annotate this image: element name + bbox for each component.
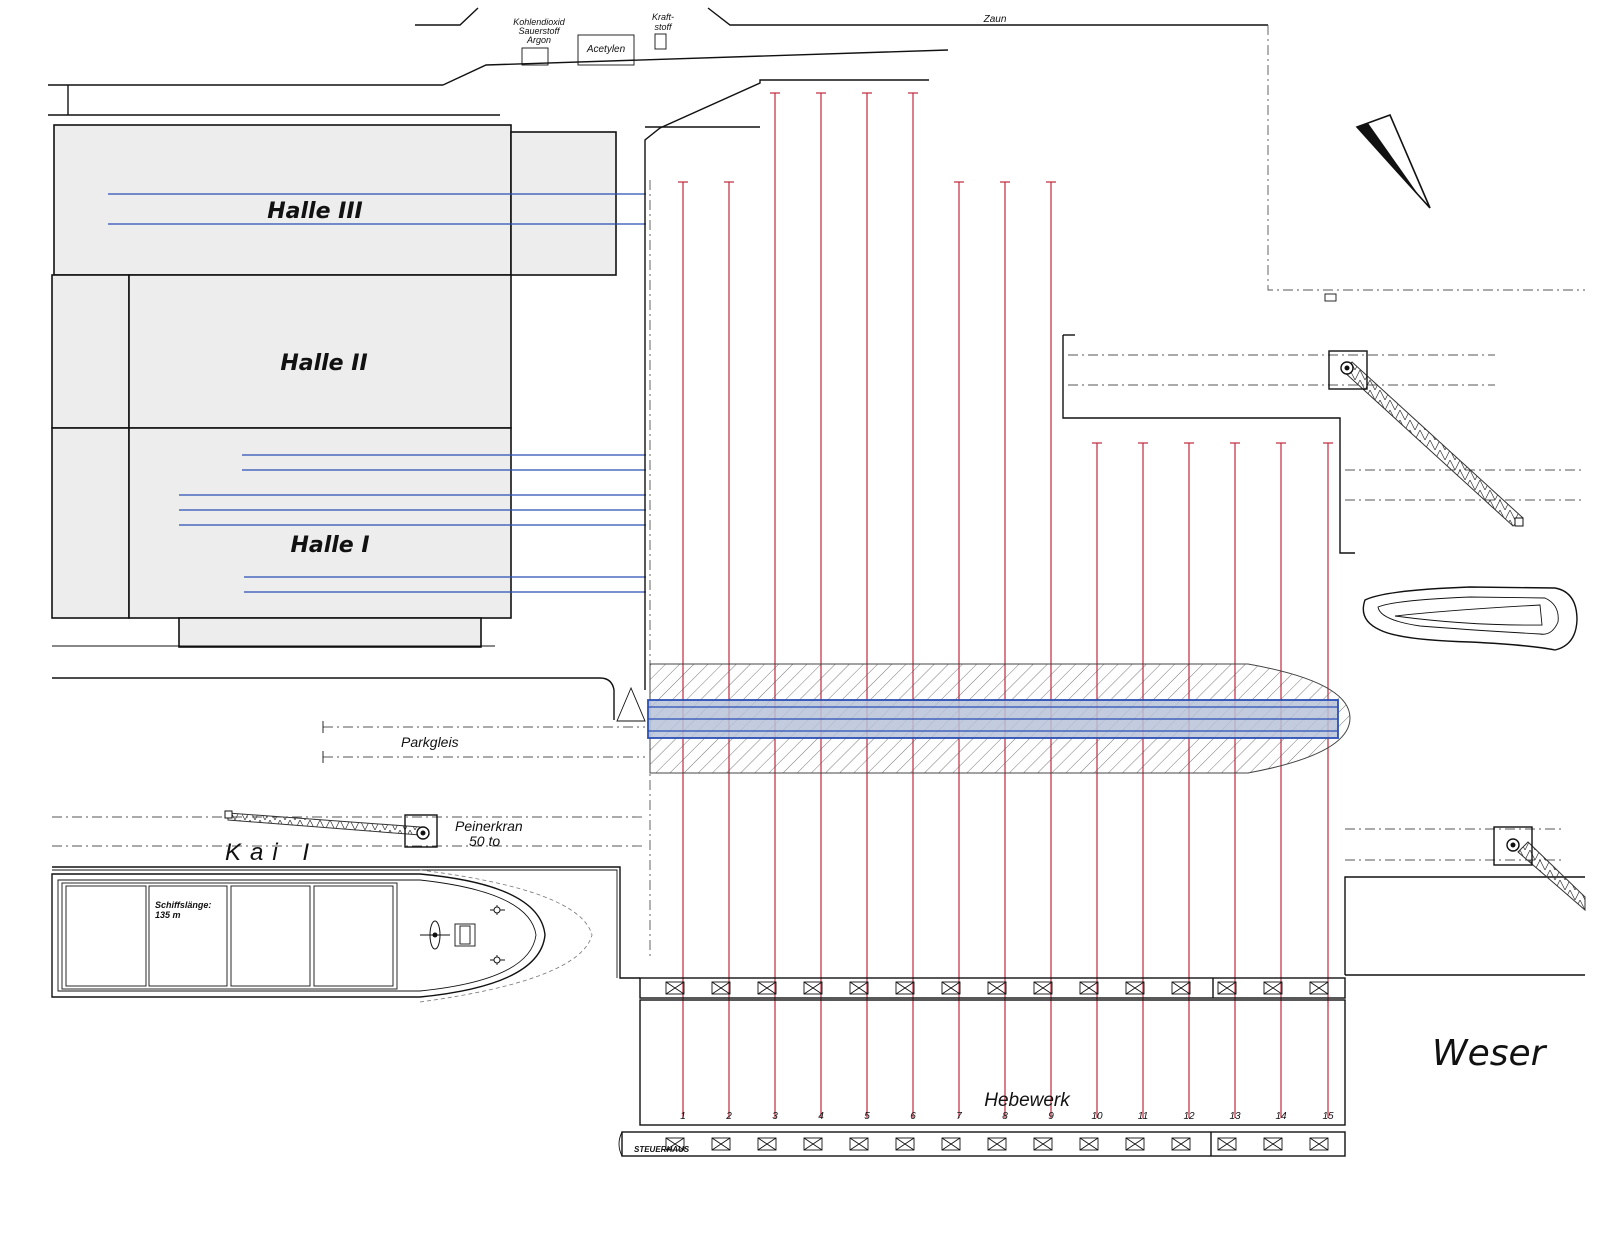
fence-label: Zaun (983, 14, 1007, 25)
parking-track-label: Parkgleis (401, 734, 459, 750)
lift-winches-upper (665, 981, 1329, 995)
propeller-icon (420, 920, 450, 950)
pontoon-island (1362, 586, 1578, 651)
hall-2: Halle II (51, 274, 512, 429)
lift-number-6: 6 (910, 1111, 916, 1122)
fuel-label-1: Kraft- (652, 12, 674, 22)
acetylen-store: Acetylen (577, 34, 635, 66)
hall-3-label: Halle III (267, 199, 362, 224)
lift-number-7: 7 (956, 1111, 962, 1122)
lift-number-1: 1 (680, 1111, 686, 1122)
lift-number-3: 3 (772, 1111, 778, 1122)
hull-on-transfer (647, 663, 1351, 774)
lift-track-6 (908, 92, 918, 1118)
lift-track-14 (1276, 442, 1286, 1118)
gas-label-co2: Kohlendioxid (513, 17, 566, 27)
steering-house-label: STEUERHAUS (634, 1145, 690, 1154)
lift-number-12: 12 (1183, 1111, 1195, 1122)
lift-track-11 (1138, 442, 1148, 1118)
gas-label-o2: Sauerstoff (518, 26, 561, 36)
lift-number-13: 13 (1229, 1111, 1241, 1122)
hall-1-label: Halle I (290, 533, 369, 558)
lift-track-15 (1323, 442, 1333, 1118)
lift-track-12 (1184, 442, 1194, 1118)
ship-length-label: Schiffslänge: (155, 900, 211, 910)
lift-track-4 (816, 92, 826, 1118)
lift-number-10: 10 (1091, 1111, 1103, 1122)
gas-label-argon: Argon (526, 35, 551, 45)
quay-edge (52, 866, 640, 979)
lift-track-8 (1000, 181, 1010, 1118)
east-outfitting-quay (1062, 334, 1585, 976)
crane-east (1328, 350, 1524, 527)
fence: Zaun (983, 14, 1585, 302)
ship-at-quay: Schiffslänge: 135 m (51, 869, 593, 1003)
peiner-crane: Peinerkran 50 to (52, 810, 645, 849)
gas-storage: Kohlendioxid Sauerstoff Argon (513, 17, 566, 66)
fuel-label-2: stoff (654, 22, 673, 32)
hall-crane-tracks (108, 193, 646, 593)
lift-number-14: 14 (1275, 1111, 1287, 1122)
lift-winches-lower (665, 1137, 1329, 1151)
lift-number-9: 9 (1048, 1111, 1054, 1122)
peiner-crane-capacity: 50 to (469, 833, 500, 849)
ship-length-value: 135 m (155, 910, 181, 920)
central-yard-outline (52, 79, 929, 960)
lift-number-4: 4 (818, 1111, 824, 1122)
hall-1: Halle I (51, 427, 512, 648)
lift-track-7 (954, 181, 964, 1118)
hall-2-label: Halle II (280, 351, 367, 376)
lift-tracks (678, 92, 1333, 1118)
ship-lift-label: Hebewerk (984, 1090, 1071, 1111)
lift-number-11: 11 (1138, 1111, 1148, 1122)
lift-track-2 (724, 181, 734, 1118)
lift-number-8: 8 (1002, 1111, 1008, 1122)
lift-number-15: 15 (1322, 1111, 1334, 1122)
acetylen-label: Acetylen (586, 44, 626, 55)
river-label: Weser (1432, 1033, 1548, 1074)
fuel-store: Kraft- stoff (652, 12, 674, 50)
hall-3: Halle III (53, 124, 617, 276)
lift-numbers: 1 2 3 4 5 6 7 8 9 10 11 12 13 14 15 (680, 1111, 1334, 1122)
lift-number-5: 5 (864, 1111, 870, 1122)
top-road (48, 7, 1268, 116)
ship-lift: STEUERHAUS Hebewerk (618, 977, 1346, 1157)
kai-label: Kai I (225, 839, 318, 866)
lift-number-2: 2 (725, 1111, 732, 1122)
lift-track-10 (1092, 442, 1102, 1118)
parking-track: Parkgleis (322, 721, 645, 763)
lift-track-9 (1046, 181, 1056, 1118)
lift-track-5 (862, 92, 872, 1118)
north-arrow-icon (1355, 113, 1431, 209)
lift-track-13 (1230, 442, 1240, 1118)
peiner-crane-label: Peinerkran (455, 818, 523, 834)
lift-track-3 (770, 92, 780, 1118)
crane-southeast (1493, 826, 1586, 912)
lift-track-1 (678, 181, 688, 1118)
